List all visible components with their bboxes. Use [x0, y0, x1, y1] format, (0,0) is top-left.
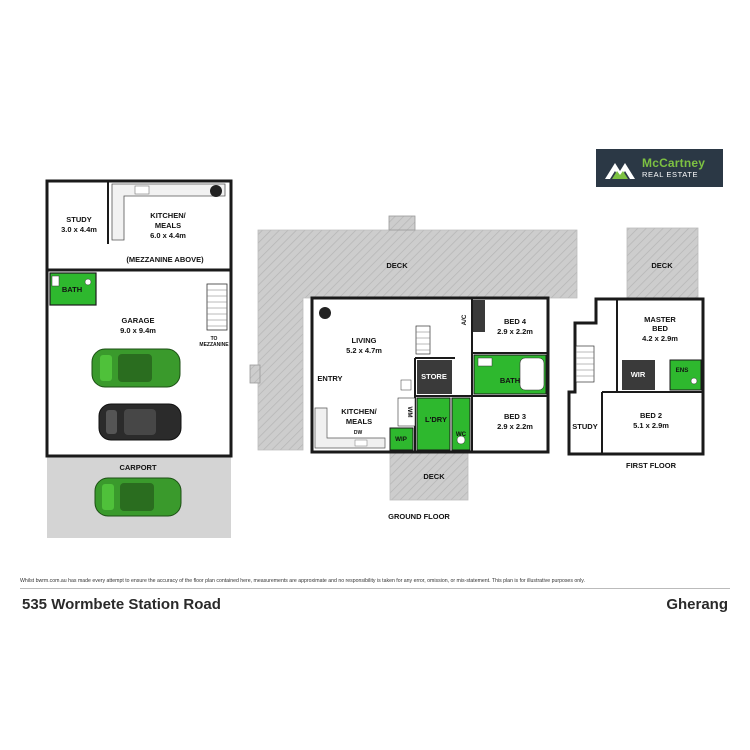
master-label-2: BED: [652, 324, 668, 333]
wip-label: WIP: [395, 436, 407, 443]
bed2-size: 5.1 x 2.9m: [633, 421, 669, 430]
entry-label: ENTRY: [317, 374, 342, 383]
store-label: STORE: [421, 372, 447, 381]
wir-room: [622, 360, 655, 390]
bed3-size: 2.9 x 2.2m: [497, 422, 533, 431]
first-deck: [626, 227, 699, 300]
first-deck-label: DECK: [651, 261, 673, 270]
first-floor: DECK MASTER BED 4.2 x 2.9m WIR ENS STUDY…: [567, 227, 705, 470]
wir-label: WIR: [631, 370, 646, 379]
living-size: 5.2 x 4.7m: [346, 346, 382, 355]
to-mezzanine-label: TO: [211, 336, 218, 342]
study-size: 3.0 x 4.4m: [61, 225, 97, 234]
carport-label: CARPORT: [119, 463, 157, 472]
ac-label: A/C: [461, 314, 468, 325]
car-green-2-icon: [94, 477, 182, 517]
first-floor-caption: FIRST FLOOR: [626, 461, 677, 470]
property-suburb: Gherang: [666, 596, 728, 613]
ens-room: [669, 359, 702, 391]
wip-room: [389, 427, 414, 451]
car-green-1-icon: [91, 348, 181, 388]
brand-name: McCartney: [642, 156, 706, 170]
wc-label: WC: [456, 431, 467, 438]
deck-bottom: [389, 450, 469, 501]
to-mezzanine-label-2: MEZZANINE: [199, 342, 229, 348]
ground-bath-label: BATH: [500, 376, 520, 385]
first-study-label: STUDY: [572, 422, 597, 431]
ground-stair-icon: [415, 325, 431, 355]
wood-stove-icon: [319, 307, 331, 319]
deck-step-top: [388, 215, 416, 231]
kitchen-label: KITCHEN/: [150, 211, 186, 220]
wood-stove-icon: [210, 185, 222, 197]
master-label: MASTER: [644, 315, 676, 324]
ac-wall-unit: [473, 300, 485, 332]
garage-label: GARAGE: [122, 316, 155, 325]
mezzanine-label: (MEZZANINE ABOVE): [126, 255, 204, 264]
ground-floor-caption: GROUND FLOOR: [388, 512, 450, 521]
store-room: [417, 360, 452, 394]
footer-divider: [20, 588, 730, 589]
bath-label: BATH: [62, 285, 82, 294]
laundry: [416, 397, 451, 451]
deck-bottom-label: DECK: [423, 472, 445, 481]
kitchen-size: 6.0 x 4.4m: [150, 231, 186, 240]
wc-room: [451, 397, 471, 451]
deck-top-label: DECK: [386, 261, 408, 270]
study-label: STUDY: [66, 215, 91, 224]
kitchen-label-2: MEALS: [346, 417, 372, 426]
disclaimer-text: Whilst bwrm.com.au has made every attemp…: [20, 578, 585, 584]
deck-top: [257, 229, 578, 451]
first-stair-icon: [575, 345, 595, 383]
kitchen-label: KITCHEN/: [341, 407, 377, 416]
property-address: 535 Wormbete Station Road: [22, 596, 221, 613]
deck-step-left: [249, 364, 261, 384]
car-dark-icon: [98, 403, 182, 441]
stair-icon: [206, 283, 228, 331]
wm-label: WM: [406, 407, 413, 418]
garage-size: 9.0 x 9.4m: [120, 326, 156, 335]
ldry-label: L'DRY: [425, 415, 447, 424]
bed4-size: 2.9 x 2.2m: [497, 327, 533, 336]
ground-floor: DECK LIVING 5.2 x 4.7m ENTRY KITCHEN/ ME…: [249, 215, 578, 521]
bed4-label: BED 4: [504, 317, 527, 326]
mountain-logo-icon: [605, 163, 635, 179]
bed3-label: BED 3: [504, 412, 526, 421]
brand-logo: McCartney REAL ESTATE: [596, 149, 723, 187]
dw-label: DW: [354, 430, 363, 436]
living-label: LIVING: [351, 336, 376, 345]
bed2-label: BED 2: [640, 411, 662, 420]
master-size: 4.2 x 2.9m: [642, 334, 678, 343]
brand-sub: REAL ESTATE: [642, 170, 699, 179]
ens-label: ENS: [676, 367, 689, 374]
kitchen-label-2: MEALS: [155, 221, 181, 230]
